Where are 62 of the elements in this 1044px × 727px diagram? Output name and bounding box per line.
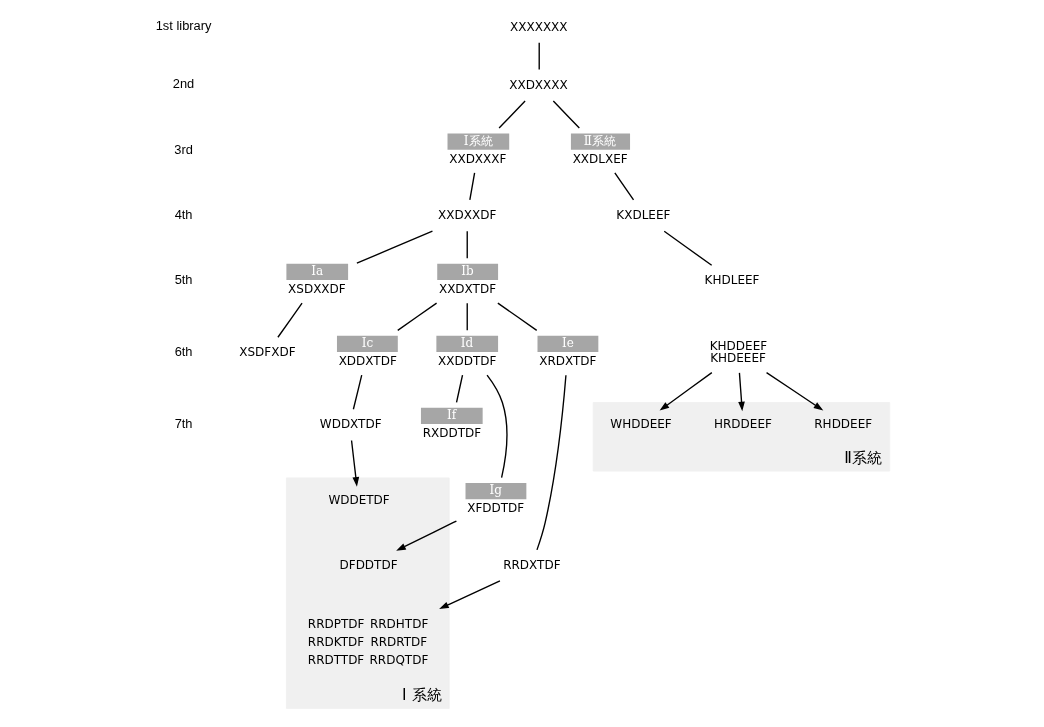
node-text: RRDPTDF RRDHTDF RRDKTDF RRDRTDF RRDTTDF RRDQTDF [307, 617, 428, 668]
label: 4th [174, 206, 192, 222]
connector [497, 100, 526, 129]
connector [552, 100, 580, 129]
node-text: XXXXXXX [509, 19, 568, 34]
node-text: RRDXTDF [502, 557, 561, 572]
node-box: Ⅱ系統 [570, 133, 630, 150]
node-text: KXDLEEF [615, 208, 670, 223]
node-box: Ⅰ系統 [447, 133, 509, 150]
label: 2nd [172, 76, 194, 92]
node-label: XXDXXXF [448, 151, 506, 166]
label: 6th [174, 343, 192, 359]
connector [663, 230, 712, 266]
connector [466, 230, 468, 260]
node-label: RXDDTDF [422, 425, 481, 440]
label: 7th [174, 415, 192, 431]
node-label: XDDXTDF [338, 353, 397, 368]
connector [613, 172, 634, 201]
node-box: Ie [537, 335, 598, 352]
connector [538, 42, 540, 71]
arrow [659, 371, 712, 411]
node-text: KHDDEEF KHDEEEF [709, 338, 767, 366]
node-text: XXDXXDF [437, 208, 496, 223]
connector [276, 302, 303, 338]
connector [466, 302, 468, 332]
arrow [350, 439, 359, 487]
connector [535, 374, 567, 551]
node-box-text: Ic [336, 335, 398, 352]
node-text: WHDDEEF [609, 417, 672, 432]
node-text: XXDXXXX [508, 78, 568, 93]
node-text: HRDDEEF [713, 417, 772, 432]
node-text: WDDETDF [327, 492, 390, 507]
node-text: XSDFXDF [238, 345, 296, 360]
connector [396, 302, 437, 332]
connector [496, 302, 537, 332]
node-label: XFDDTDF [466, 501, 524, 516]
node-label: XSDXXDF [287, 281, 346, 296]
arrow [765, 371, 823, 411]
node-box: Ig [465, 483, 526, 500]
node-label: XXDDTDF [437, 353, 496, 368]
connector [355, 230, 433, 264]
node-box: If [420, 407, 483, 424]
connector [485, 374, 508, 479]
node-text: RHDDEEF [813, 417, 872, 432]
node-box: Id [435, 335, 498, 352]
connector [468, 172, 475, 201]
connector [352, 374, 362, 410]
node-box: Ib [436, 263, 498, 280]
label: 1st library [155, 18, 211, 34]
node-label: XXDXTDF [438, 281, 496, 296]
node-text: KHDLEEF [704, 273, 759, 288]
arrow [737, 372, 745, 412]
label: 3rd [173, 141, 193, 157]
arrow [438, 580, 501, 609]
node-box: Ia [285, 263, 348, 280]
node-label: XXDLXEF [572, 151, 628, 166]
node-text: DFDDTDF [339, 557, 398, 572]
connector [455, 374, 463, 404]
node-label: XRDXTDF [538, 353, 596, 368]
arrow [395, 520, 457, 551]
label: 5th [174, 271, 192, 287]
node-text: WDDXTDF [319, 417, 382, 432]
